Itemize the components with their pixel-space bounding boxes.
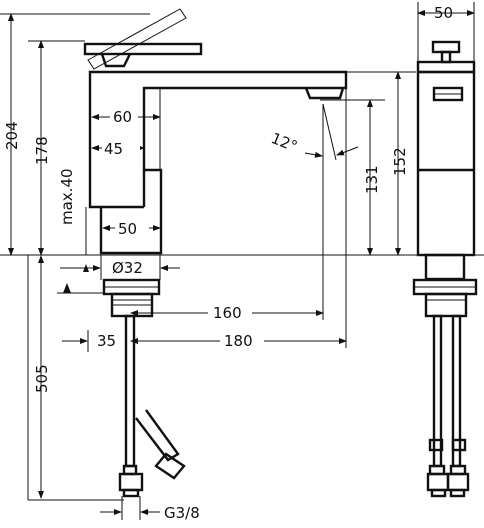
lever-cap	[100, 53, 132, 68]
dim-max-thickness: max.40	[58, 168, 76, 225]
dim-spout-height: 178	[33, 136, 51, 165]
dim-body-width: 45	[104, 140, 123, 158]
dim-angle: 12°	[269, 129, 300, 156]
dim-hole-diameter: Ø32	[112, 259, 143, 277]
side-view	[412, 40, 478, 498]
aerator	[304, 87, 345, 100]
below-deck-front	[102, 278, 186, 498]
dimension-labels: 60 45 50 Ø32 204 178 max.40 131 152 50 1…	[3, 4, 453, 522]
lever-closed	[83, 42, 203, 56]
dimension-lines	[0, 2, 475, 520]
lever-tilted	[87, 8, 187, 70]
dim-spout-tip-height: 131	[363, 165, 381, 194]
dim-below-deck: 505	[33, 364, 51, 393]
front-view	[0, 8, 484, 256]
dim-offset-35: 35	[97, 332, 116, 350]
dim-side-width: 50	[434, 4, 453, 22]
dim-reach-160: 160	[213, 304, 242, 322]
dim-overall-height: 204	[3, 121, 21, 150]
faucet-body-outline	[88, 70, 348, 255]
dim-reach-180: 180	[224, 332, 253, 350]
side-lever-knob	[431, 40, 461, 54]
dim-lever-width: 60	[113, 108, 132, 126]
dim-thread: G3/8	[164, 504, 200, 522]
dim-base-width: 50	[118, 220, 137, 238]
dim-body-height: 152	[391, 147, 409, 176]
